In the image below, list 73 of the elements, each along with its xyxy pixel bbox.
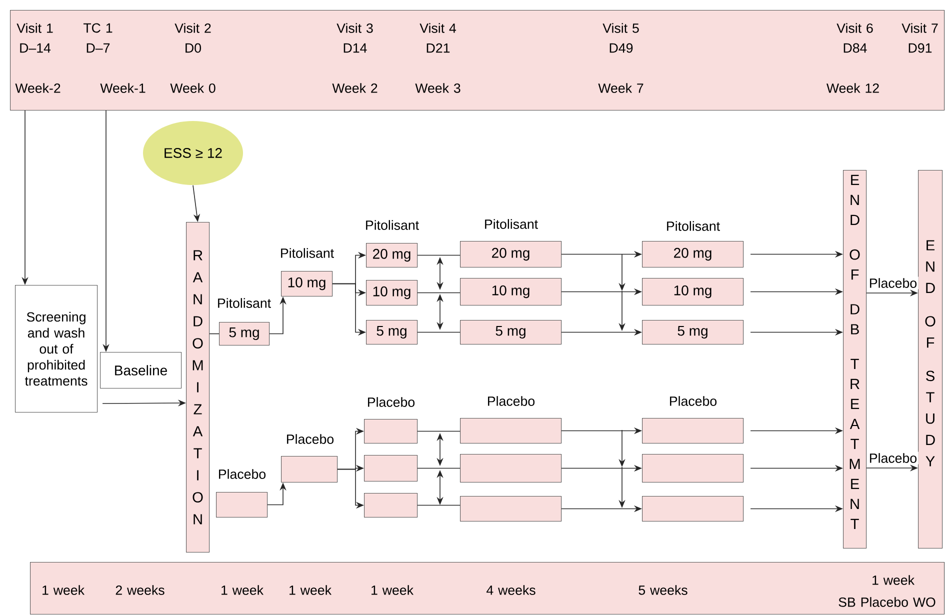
dose-box: 10 mg <box>642 278 744 306</box>
arm-label: Placebo <box>670 396 717 406</box>
duration-label: 4 weeks <box>486 585 536 595</box>
vertical-bar: RANDOMIZATION <box>186 222 210 553</box>
dose-box <box>642 496 744 522</box>
timeline-label: Week 12 <box>826 83 879 93</box>
edge-label: Placebo <box>868 276 918 290</box>
connector-line <box>417 504 460 506</box>
timeline-label: D21 <box>426 43 450 53</box>
timeline-label: Week 0 <box>170 83 216 93</box>
timeline-label: Week-1 <box>100 83 146 93</box>
arm-label: Pitolisant <box>281 248 334 258</box>
dose-box <box>364 455 418 482</box>
arm-label: Pitolisant <box>218 298 271 308</box>
timeline-label: Week 3 <box>415 83 460 93</box>
timeline-label: Visit 6 <box>836 23 873 33</box>
connector-line <box>417 332 460 333</box>
arm-label: Pitolisant <box>366 220 419 230</box>
timeline-label: D–14 <box>20 43 51 53</box>
timeline-label: TC 1 <box>83 23 112 33</box>
timeline-label: Visit 4 <box>420 23 456 33</box>
timeline-label: Visit 2 <box>174 23 211 33</box>
timeline-label: Visit 3 <box>336 23 373 33</box>
dose-box: 20 mg <box>460 241 562 268</box>
dose-box: 5 mg <box>642 320 744 345</box>
arm-label: Placebo <box>287 434 334 444</box>
dose-box: 5 mg <box>219 322 270 346</box>
process-box: Screening and wash out of prohibited treatments <box>15 285 98 413</box>
timeline-label: Week 2 <box>332 83 378 93</box>
duration-label: 1 week <box>290 585 332 595</box>
timeline-label: D14 <box>344 43 367 53</box>
duration-label: 1 week <box>222 585 264 595</box>
connector-line <box>417 292 460 294</box>
arm-label: Placebo <box>488 396 535 406</box>
edge-label: Placebo <box>868 452 918 464</box>
timeline-label: D84 <box>844 43 867 53</box>
connector-line <box>417 468 460 469</box>
dose-box: 10 mg <box>460 278 562 306</box>
timeline-label: D91 <box>908 43 932 53</box>
duration-label: 2 weeks <box>116 585 164 595</box>
process-box: Baseline <box>100 352 182 389</box>
duration-label: 1 week <box>872 575 914 585</box>
dose-box: 10 mg <box>366 280 418 306</box>
duration-label: 5 weeks <box>638 585 688 595</box>
dose-box: 10 mg <box>281 271 333 297</box>
connector-line <box>209 333 220 334</box>
connector-line <box>417 430 460 432</box>
timeline-label: Week 7 <box>598 83 644 93</box>
dose-box: 5 mg <box>460 320 562 345</box>
dose-box <box>460 496 562 522</box>
vertical-bar: END OF DB TREATMENT <box>843 170 867 549</box>
arm-label: Placebo <box>219 469 266 479</box>
dose-box <box>460 454 562 483</box>
duration-label: 1 week <box>42 585 85 595</box>
timeline-label: Visit 1 <box>16 23 53 33</box>
duration-label: 1 week <box>372 585 414 595</box>
timeline-label: Visit 5 <box>602 23 639 33</box>
timeline-label: D–7 <box>86 43 110 53</box>
duration-label: SB Placebo WO <box>838 597 936 607</box>
dose-box <box>364 493 418 518</box>
arm-label: Placebo <box>368 397 415 407</box>
dose-box: 20 mg <box>366 243 418 268</box>
timeline-label: D0 <box>186 43 202 53</box>
timeline-label: Visit 7 <box>902 23 938 33</box>
timeline-label: D49 <box>610 43 633 53</box>
arm-label: Pitolisant <box>485 219 538 229</box>
vertical-bar: END OF STUDY <box>918 170 943 549</box>
dose-box: 5 mg <box>366 320 418 345</box>
connector-line <box>417 254 460 256</box>
timeline-label: Week-2 <box>15 83 60 93</box>
dose-box <box>642 454 744 483</box>
dose-box: 20 mg <box>642 241 744 268</box>
arm-label: Pitolisant <box>667 221 720 231</box>
